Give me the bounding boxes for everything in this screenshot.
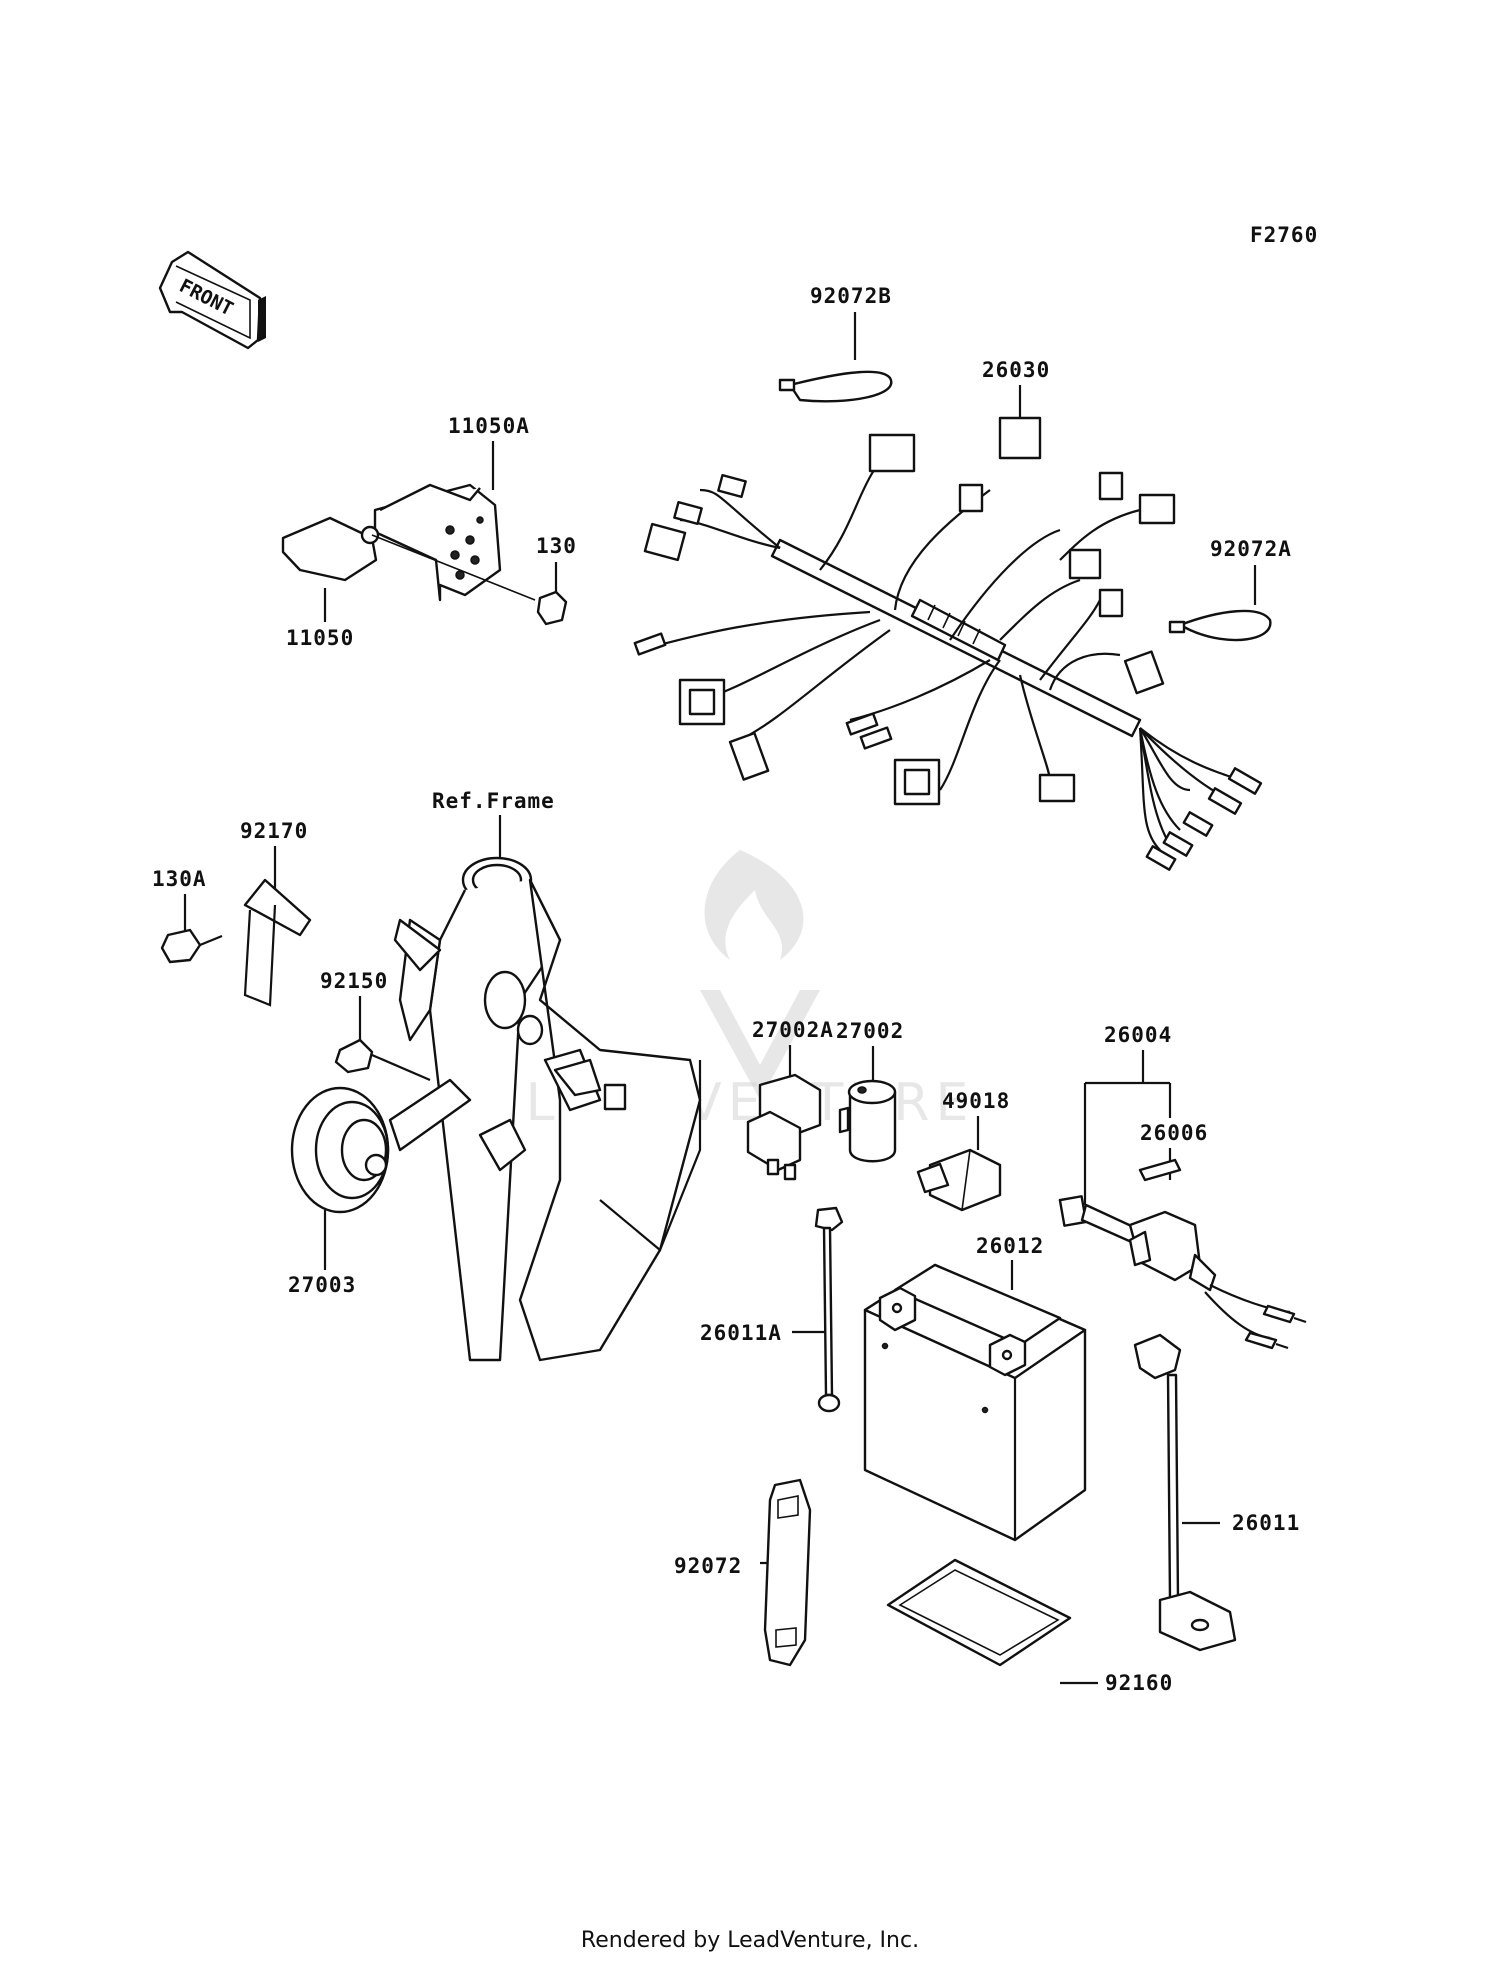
relay-27002A-icon (746, 1073, 822, 1181)
clamp-92170-icon (243, 878, 312, 1007)
label-26011: 26011 (1232, 1511, 1300, 1535)
battery-26012-icon (863, 1263, 1087, 1542)
label-26012: 26012 (976, 1234, 1044, 1258)
label-92072A: 92072A (1210, 537, 1292, 561)
label-130: 130 (536, 534, 577, 558)
label-92170: 92170 (240, 819, 308, 843)
bolt-130A-icon (160, 928, 223, 964)
label-92072: 92072 (674, 1554, 742, 1578)
label-92072B: 92072B (810, 284, 892, 308)
label-26030: 26030 (982, 358, 1050, 382)
cable-tie-92072B-icon (778, 370, 893, 403)
label-ref-frame: Ref.Frame (432, 789, 555, 813)
label-92160: 92160 (1105, 1671, 1173, 1695)
bracket-icon (281, 483, 568, 626)
label-27002A: 27002A (752, 1018, 834, 1042)
horn-27003-icon (290, 1038, 527, 1214)
label-26011A: 26011A (700, 1321, 782, 1345)
label-11050: 11050 (286, 626, 354, 650)
label-26004: 26004 (1104, 1023, 1172, 1047)
label-27003: 27003 (288, 1273, 356, 1297)
fuse-holder-26004-icon (1058, 1195, 1307, 1350)
label-26006: 26006 (1140, 1121, 1208, 1145)
label-27002: 27002 (836, 1019, 904, 1043)
cable-tie-92072A-icon (1168, 609, 1272, 642)
footer-credit: Rendered by LeadVenture, Inc. (580, 1928, 920, 1953)
relay-27002-icon (838, 1079, 897, 1163)
label-11050A: 11050A (448, 414, 530, 438)
cable-26011-icon (1133, 1333, 1237, 1652)
frame-icon (393, 856, 702, 1362)
leader-lines (183, 312, 1257, 1685)
cable-26011A-icon (814, 1206, 844, 1413)
connector-49018-icon (916, 1148, 1002, 1212)
wiring-harness-icon (633, 416, 1263, 871)
label-49018: 49018 (942, 1089, 1010, 1113)
front-arrow-icon: FRONT (158, 250, 266, 350)
label-130A: 130A (152, 867, 207, 891)
strap-92072-icon (763, 1478, 812, 1667)
figure-code: F2760 (1250, 223, 1318, 247)
label-92150: 92150 (320, 969, 388, 993)
fuse-26006-icon (1138, 1158, 1182, 1182)
pad-92160-icon (886, 1558, 1072, 1667)
